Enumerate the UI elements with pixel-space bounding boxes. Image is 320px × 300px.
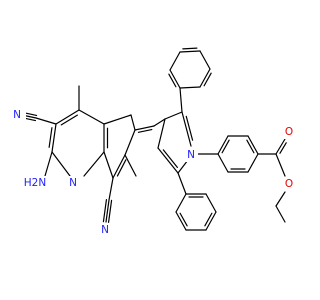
bond-aryl-3 [247,153,259,173]
bond-cp-5 [124,129,136,156]
bond-exo [134,125,155,131]
bond-py-1-inner [60,114,78,126]
bond-py-4 [83,151,105,177]
bond-pyr-2 [181,111,192,147]
bond-py-2 [78,109,105,125]
bond-aryl-2-inner [246,139,255,154]
bond-pyr-2-inner [185,115,194,141]
bond-nh2 [44,151,53,177]
bond-ph-bot-3-inner [204,212,213,227]
bond-ph-bot-1-inner [179,212,188,227]
bond-pyr-3 [177,159,189,174]
bond-ph-top-0 [169,69,181,89]
bond-pyr-5 [157,118,166,149]
bond-ph-top-4-inner [203,72,212,87]
atom-h2n-amine: H2N [24,177,46,189]
atom-label-layer: N H2N N N N O O [8,108,296,237]
bond-aryl-0-inner [221,139,230,154]
bond-pyr-4-inner [162,149,178,168]
bond-ph-bot-0 [175,193,187,213]
bond-cn-bottom-a [108,177,114,201]
atom-n-pyrrole: N [187,149,195,161]
bond-ph-bot-1 [175,211,187,231]
bond-py-1 [55,109,80,125]
bond-cn-bottom [105,199,110,223]
bond-ph-top-0-inner [168,73,177,88]
bond-py-6-inner [48,127,53,148]
bond-ph-top-1 [169,51,181,71]
bond-methine [153,118,166,127]
bond-pyr-1 [164,111,183,120]
atom-n-pyridine: N [69,177,77,189]
bond-carbonyl-inner [279,142,287,154]
bond-ph-top-2 [179,50,201,53]
bond-ph-bottom-link [177,172,187,195]
atom-o-ester: O [285,178,293,190]
bond-ph-top-4 [199,68,211,88]
bond-ph-top-5 [179,86,201,89]
bond-cp-4 [112,154,126,179]
bond-py-6 [51,123,57,153]
bond-ph-top-link [179,87,183,113]
bond-cn-bottom-a [102,199,108,223]
bond-exo-inner [137,128,153,133]
bond-cn-top-a [35,117,57,125]
bond-ethyl-2 [275,205,286,223]
bond-ph-top-3 [199,50,211,70]
bond-cp-3 [103,151,114,179]
bond-methyl-right [124,154,137,177]
bond-aryl-2 [247,135,259,155]
bond-py-5 [51,151,71,177]
bond-ethyl-1 [275,191,286,207]
bond-ph-bot-4 [205,193,217,213]
bond-aryl-5 [217,153,229,173]
bond-cp-2 [130,114,136,131]
atom-o-carbonyl: O [285,126,293,138]
bond-aryl-0 [217,135,229,155]
bond-cp-4-inner [116,159,127,177]
bond-pyr-4 [157,147,179,174]
bond-cp-1 [103,114,132,125]
bond-ester-o [275,153,286,177]
molecule-diagram: N H2N N N N O O [8,47,296,237]
bond-ph-bot-3 [205,211,217,231]
atom-n-nitrile-bottom: N [101,224,109,236]
bond-ph-top-2-inner [182,47,198,50]
atom-n-nitrile-top: N [13,109,21,121]
bond-layer [20,47,287,231]
bond-carbonyl [275,138,286,155]
bond-cn-bottom-b [107,199,113,223]
